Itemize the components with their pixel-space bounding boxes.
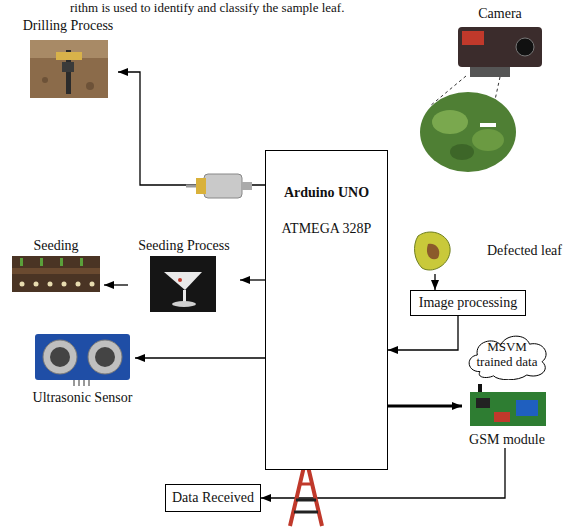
node-label: Defected leaf	[487, 243, 562, 259]
node-label: Drilling Process	[23, 18, 114, 34]
node-label: Camera	[478, 6, 522, 22]
seeding-photo	[12, 256, 100, 292]
gsm-module-picture	[470, 384, 546, 426]
node-label: Seeding Process	[138, 238, 229, 254]
arrow-connector	[434, 274, 435, 290]
arrow-connector	[135, 357, 265, 358]
caption-fragment: rithm is used to identify and classify t…	[70, 0, 344, 16]
node-label: Image processing	[419, 295, 517, 311]
node-label: Seeding	[33, 238, 78, 254]
picture-node: Seeding	[8, 238, 104, 294]
arrow-connector	[118, 72, 265, 185]
arrow-connector	[104, 284, 128, 285]
node-label: Arduino UNO	[284, 185, 369, 201]
arrow-connector	[240, 279, 265, 280]
data-cloud: MSVM trained data	[462, 330, 552, 380]
controller-box: Arduino UNO ATMEGA 328P	[265, 150, 388, 470]
picture-node: Drilling Process	[18, 18, 118, 100]
picture-node: Defected leaf	[412, 228, 562, 274]
process-box: Data Received	[165, 484, 261, 512]
seeding-process-photo	[150, 256, 216, 312]
dc-motor	[186, 174, 252, 198]
leaf-picture	[415, 232, 451, 270]
node-label: GSM module	[469, 432, 545, 448]
picture-node: Camera	[448, 6, 552, 82]
process-box: Image processing	[410, 290, 526, 316]
node-label: Data Received	[172, 490, 254, 506]
picture-node: Seeding Process	[128, 238, 240, 314]
camera-icon	[430, 27, 542, 106]
picture-node: Ultrasonic Sensor	[30, 332, 135, 406]
ultrasonic-sensor-picture	[35, 334, 130, 386]
node-label: Ultrasonic Sensor	[33, 390, 133, 406]
arrow-connector	[388, 405, 462, 408]
arrow-connector	[388, 316, 458, 350]
picture-node: GSM module	[462, 384, 552, 448]
node-label: ATMEGA 328P	[282, 221, 372, 237]
plant-view	[420, 92, 516, 172]
drilling-photo	[30, 40, 108, 98]
node-label: MSVM trained data	[476, 340, 538, 370]
